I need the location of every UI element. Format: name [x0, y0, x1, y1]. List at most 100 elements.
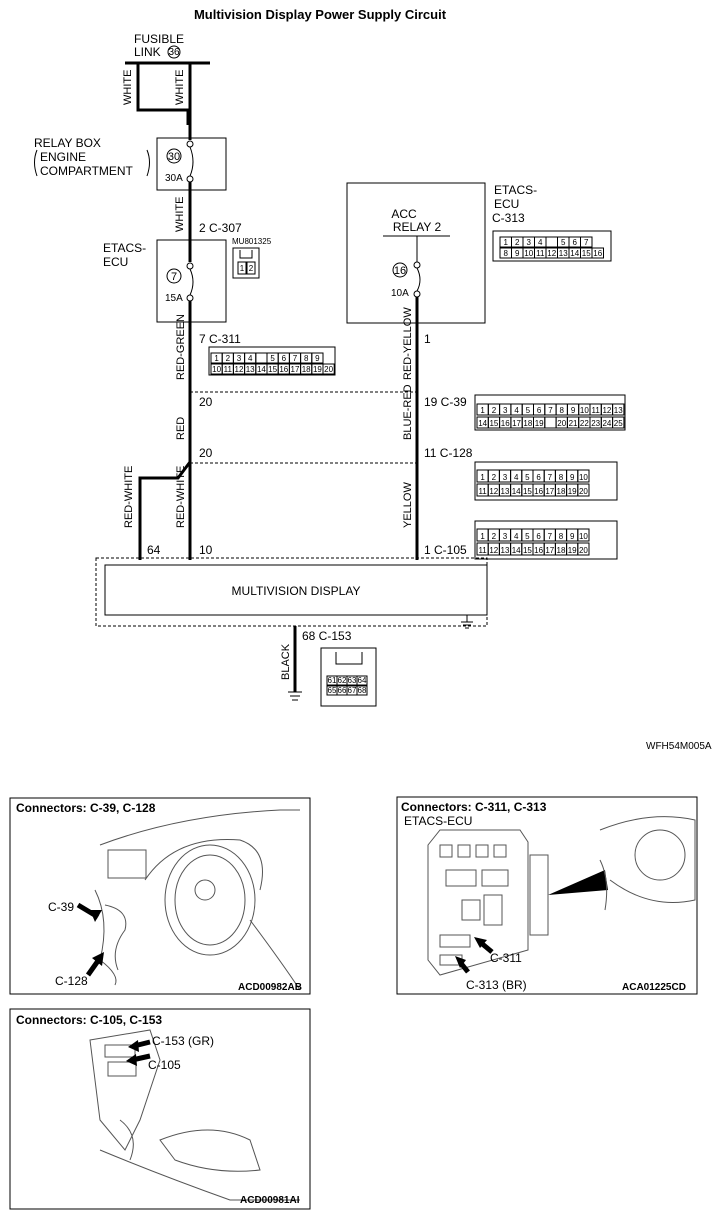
panel-1-label-c128: C-128	[55, 974, 88, 988]
connector-pin-number: 15	[523, 487, 532, 496]
relay-box-label: RELAY BOX	[34, 136, 101, 150]
connector-pin-number: 18	[523, 419, 532, 428]
panel-c39-c128	[9, 797, 311, 995]
connector-pin-cell	[577, 483, 590, 497]
connector-pin-number: 66	[338, 686, 347, 695]
etacs-left-label: ETACS-	[103, 241, 146, 255]
diagram-title: Multivision Display Power Supply Circuit	[194, 7, 447, 22]
fuse-30-circle	[166, 148, 182, 164]
connector-pin-cell	[311, 352, 324, 364]
connector-pin-number: 8	[504, 249, 509, 258]
connector-pin-number: 18	[557, 487, 566, 496]
connector-pin-number: 15	[582, 249, 591, 258]
panel-2-label-c311: C-311	[490, 951, 522, 965]
connector-pin-number: 3	[503, 406, 508, 415]
connector-c105-face	[474, 520, 618, 560]
connector-pin-number: 13	[501, 546, 510, 555]
connector-pin-number: 1	[504, 238, 509, 247]
connector-pin-number: 20	[579, 487, 588, 496]
connector-pin-number: 1	[480, 406, 485, 415]
connector-pin-number: 12	[489, 546, 498, 555]
connector-pin-number: 13	[614, 406, 623, 415]
connector-pin-number: 23	[591, 419, 600, 428]
connector-pin-number: 19	[313, 365, 322, 374]
etacs-right-label-2: ECU	[494, 197, 519, 211]
connector-pin-number: 5	[525, 473, 530, 482]
fuse-16-amp: 10A	[391, 288, 409, 299]
connector-pin-cell	[577, 542, 590, 556]
svg-text:2: 2	[249, 264, 254, 273]
connector-pin-number: 3	[527, 238, 532, 247]
connector-pin-number: 6	[536, 532, 541, 541]
connector-pin-number: 10	[579, 532, 588, 541]
connector-pin-number: 14	[257, 365, 266, 374]
connector-pin-number: 21	[569, 419, 578, 428]
connector-pin-number: 11	[224, 365, 233, 374]
etacs-right-label: ETACS-	[494, 183, 537, 197]
connector-pin-number: 20	[579, 546, 588, 555]
etacs-left-label-2: ECU	[103, 255, 128, 269]
panel-3-title: Connectors: C-105, C-153	[16, 1013, 162, 1027]
connector-pin-number: 2	[226, 354, 231, 363]
fuse-7-number: 7	[171, 271, 177, 283]
connector-pin-number: 7	[548, 532, 553, 541]
connector-pin-number: 1	[214, 354, 219, 363]
fusible-link-label-2: LINK	[134, 45, 161, 59]
fuse-7-element	[189, 268, 194, 296]
connector-pin-number: 63	[348, 676, 357, 685]
connector-pin-cell	[577, 469, 590, 483]
connector-pin-number: 19	[568, 546, 577, 555]
relay-box-sub: ENGINE	[40, 150, 86, 164]
connector-pin-number: 16	[593, 249, 602, 258]
connector-pin-cell	[356, 685, 368, 696]
pin-10: 10	[199, 543, 213, 557]
svg-text:1: 1	[240, 264, 245, 273]
pin-c311: 7 C-311	[199, 332, 241, 346]
connector-pin-number: 16	[534, 546, 543, 555]
connector-pin-cell	[356, 675, 368, 686]
connector-pin-number: 2	[492, 473, 497, 482]
connector-pin-number: 61	[328, 676, 337, 685]
connector-pin-number: 8	[559, 532, 564, 541]
connector-pin-number: 8	[560, 406, 565, 415]
connector-pin-number: 7	[584, 238, 589, 247]
panel-2-title: Connectors: C-311, C-313	[401, 800, 547, 814]
panel-2-code: ACA01225CD	[622, 982, 686, 993]
connector-pin-number: 9	[515, 249, 520, 258]
wire-color-red-white-2: RED-WHITE	[175, 466, 187, 528]
connector-pin-cell	[612, 416, 625, 429]
connector-pin-number: 1	[480, 473, 485, 482]
panel-3-label-c105: C-105	[148, 1058, 181, 1072]
relay-box-sub-2: COMPARTMENT	[40, 164, 134, 178]
connector-pin-number: 16	[279, 365, 288, 374]
connector-pin-number: 5	[270, 354, 275, 363]
connector-pin-number: 13	[559, 249, 568, 258]
multivision-display-box	[104, 564, 488, 616]
connector-pin-number: 11	[478, 546, 487, 555]
wire-red-white-branch	[138, 461, 192, 560]
wire-white-left	[136, 63, 190, 125]
connector-pin-number: 17	[545, 546, 554, 555]
pin-20-a: 20	[199, 395, 213, 409]
multivision-display-label: MULTIVISION DISPLAY	[232, 584, 361, 598]
connector-pin-number: 1	[480, 532, 485, 541]
wire-color-red: RED	[175, 417, 187, 440]
wire-color-red-white-1: RED-WHITE	[123, 466, 135, 528]
panel-2-sub: ETACS-ECU	[404, 814, 472, 828]
connector-pin-number: 68	[358, 686, 367, 695]
connector-pin-number: 5	[525, 532, 530, 541]
figure-code: WFH54M005A	[646, 741, 712, 752]
connector-pin-cell	[322, 363, 335, 375]
fuse-30-amp: 30A	[165, 173, 183, 184]
fusible-link-number-circle	[167, 45, 181, 59]
pin-1: 1	[424, 332, 431, 346]
panel-1-label-c39: C-39	[48, 900, 74, 914]
connector-pin-number: 15	[489, 419, 498, 428]
wire-color-red-yellow: RED-YELLOW	[402, 307, 414, 380]
pin-c307: 2 C-307	[199, 221, 242, 235]
